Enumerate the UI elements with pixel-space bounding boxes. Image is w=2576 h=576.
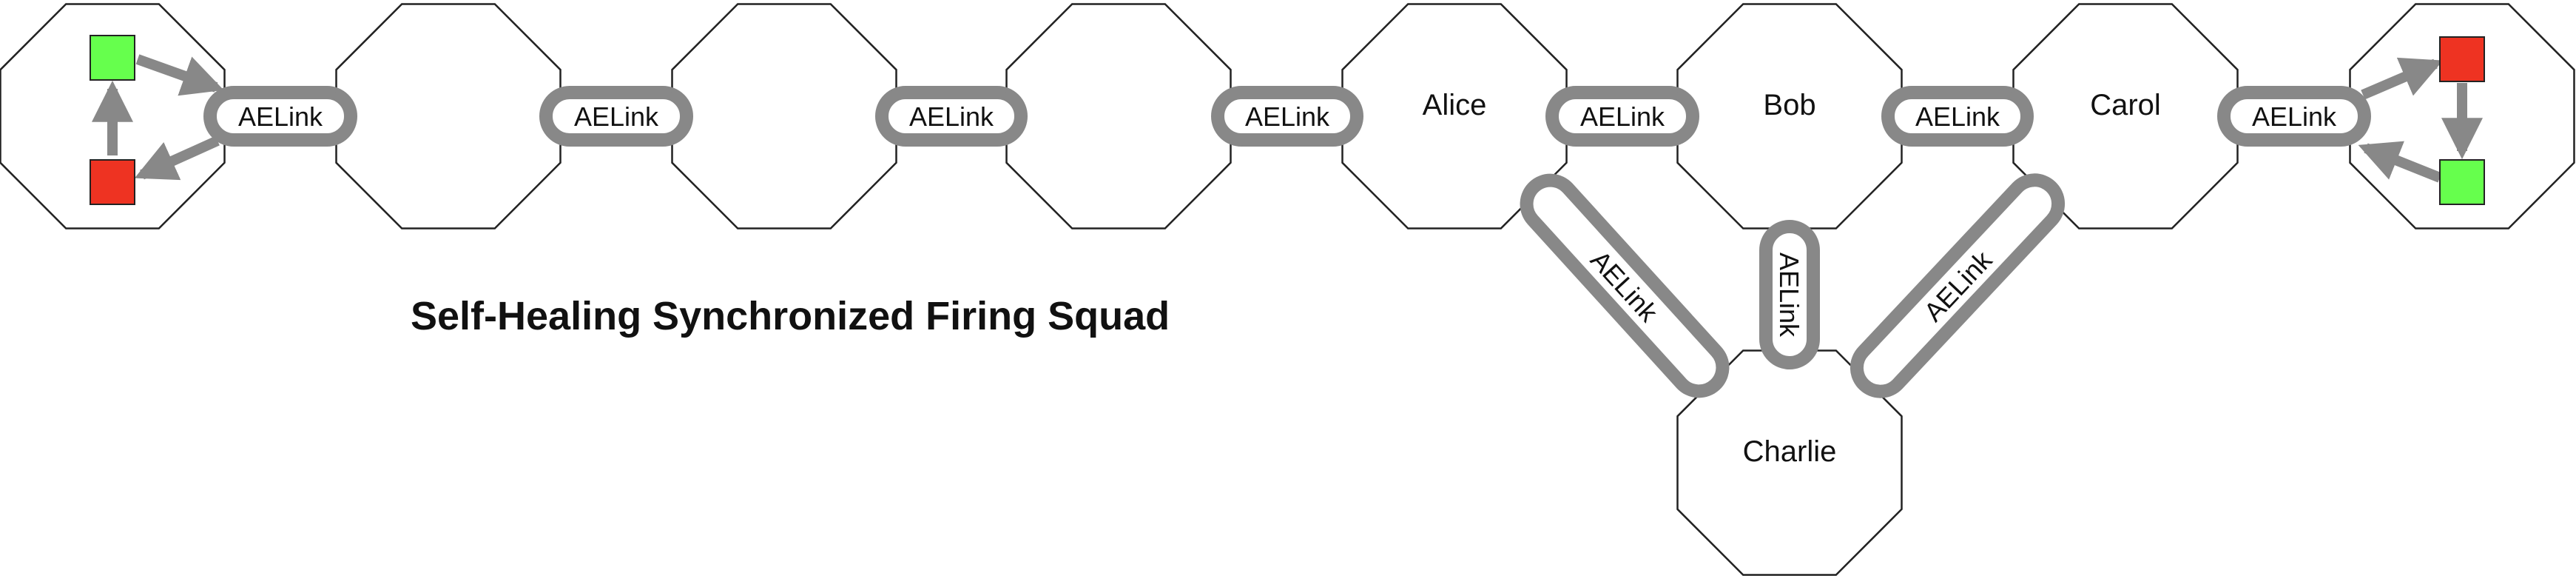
cell-cell-3: [671, 3, 897, 230]
left-token-arrow-2: [134, 135, 220, 181]
link-label: AELink: [574, 101, 659, 132]
left-token-arrow-1: [135, 54, 224, 96]
right-token-arrow-3: [2358, 141, 2442, 183]
link-label: AELink: [909, 101, 994, 132]
diagram-title: Self-Healing Synchronized Firing Squad: [411, 294, 1170, 338]
right-token-arrow-1: [2361, 57, 2444, 100]
link-label: AELink: [1774, 252, 1804, 338]
cell-cell-4: [1005, 3, 1232, 230]
link-carol-right-end: AELink: [2217, 86, 2371, 147]
link-alice-charlie: AELink: [1520, 173, 1730, 398]
cell-alice: [1341, 3, 1568, 230]
cell-label-bob: Bob: [1763, 89, 1815, 121]
red-token-square: [90, 159, 135, 205]
cell-label-carol: Carol: [2090, 89, 2161, 121]
link-label: AELink: [2252, 101, 2337, 132]
green-token-square: [2439, 159, 2485, 205]
link-cell-4-alice: AELink: [1211, 86, 1363, 147]
cell-label-charlie: Charlie: [1743, 435, 1837, 468]
link-bob-charlie: AELink: [1759, 220, 1820, 369]
red-token-square: [2439, 36, 2485, 82]
green-token-square: [90, 35, 135, 81]
link-bob-carol: AELink: [1881, 86, 2034, 147]
link-left-end-cell-2: AELink: [203, 86, 357, 147]
right-end-tokens: [2358, 36, 2485, 205]
link-label: AELink: [1580, 101, 1665, 132]
link-cell-3-cell-4: AELink: [875, 86, 1028, 147]
link-cell-2-cell-3: AELink: [539, 86, 693, 147]
left-end-tokens: [90, 35, 224, 205]
link-carol-charlie: AELink: [1850, 173, 2066, 398]
link-label: AELink: [1245, 101, 1330, 132]
cell-label-alice: Alice: [1423, 89, 1487, 121]
link-label: AELink: [1915, 101, 2000, 132]
cell-carol: [2012, 3, 2239, 230]
link-label: AELink: [238, 101, 323, 132]
cells-layer: [0, 3, 2575, 576]
cell-cell-2: [335, 3, 562, 230]
link-alice-bob: AELink: [1545, 86, 1699, 147]
